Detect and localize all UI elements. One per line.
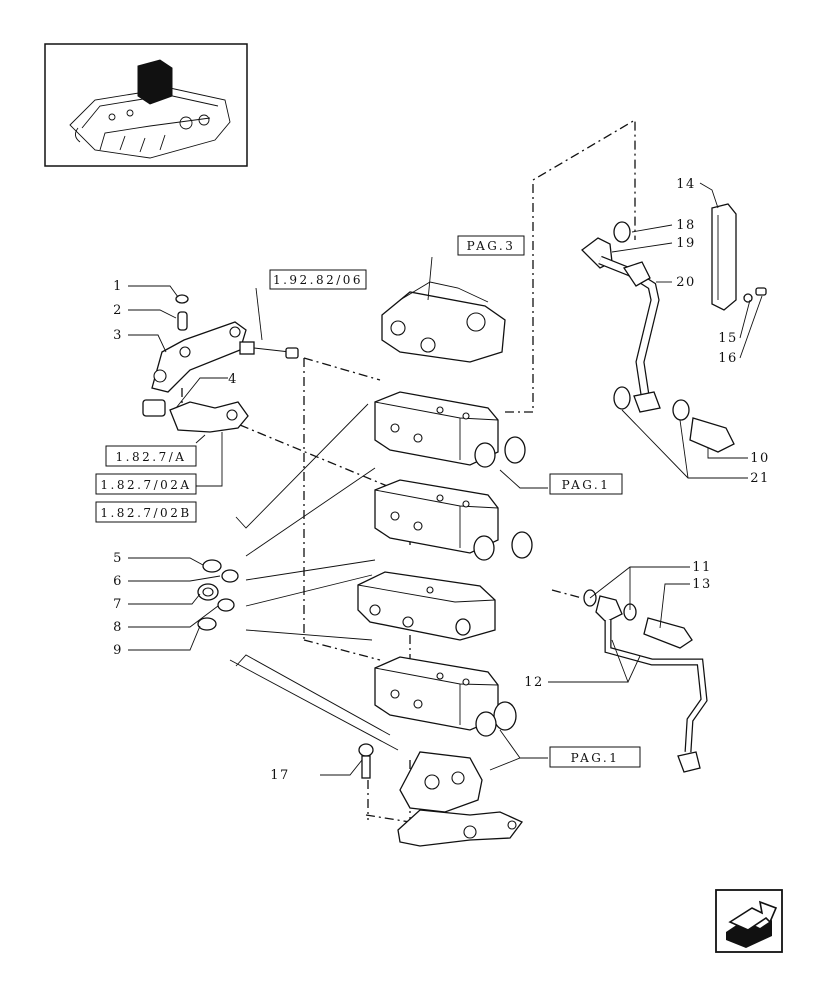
ref-box-pag1-lower[interactable]: PAG.1 [549, 746, 641, 768]
ref-box-1-82-7-a[interactable]: 1.82.7/A [105, 445, 197, 467]
seal-rings [197, 559, 239, 631]
ref-box-1-92-82-06[interactable]: 1.92.82/06 [269, 269, 367, 290]
callout-8: 8 [113, 620, 123, 635]
part-2-pin [177, 311, 188, 331]
parts-11-12-13-lower-pipe [583, 589, 708, 773]
part-21-rings [613, 386, 690, 421]
svg-text:1.82.7/A: 1.82.7/A [116, 450, 187, 464]
valve-section-2 [374, 479, 533, 561]
callout-10: 10 [750, 451, 770, 466]
valve-section-4 [374, 656, 517, 737]
callout-11: 11 [692, 560, 712, 575]
callout-7: 7 [113, 597, 123, 612]
callout-13: 13 [692, 577, 712, 592]
rod-end-connector [239, 341, 299, 359]
valve-section-1 [374, 391, 526, 468]
callout-6: 6 [113, 574, 123, 589]
callout-19: 19 [676, 236, 696, 251]
callout-3: 3 [113, 328, 123, 343]
svg-text:1.92.82/06: 1.92.82/06 [273, 273, 363, 287]
callout-21: 21 [750, 471, 770, 486]
svg-text:1.82.7/02A: 1.82.7/02A [100, 478, 191, 492]
part-3-lever [151, 321, 247, 393]
part-20-pipe [598, 255, 661, 413]
callout-15: 15 [718, 331, 738, 346]
part-17-bolt [358, 743, 374, 779]
part-1-circlip [175, 294, 189, 304]
ref-box-1-82-7-02b[interactable]: 1.82.7/02B [95, 501, 197, 523]
callout-12: 12 [524, 675, 544, 690]
part-4-fork [142, 399, 249, 433]
part-14-bracket [711, 203, 737, 311]
reference-boxes: 1.92.82/06 PAG.3 1.82.7/A 1.82.7/02A 1.8… [95, 235, 641, 768]
next-page-arrow-icon[interactable] [715, 889, 783, 953]
base-mounting-bracket [397, 751, 524, 847]
part-10-banjo-bolt [689, 417, 735, 453]
callout-1: 1 [113, 279, 123, 294]
svg-text:1.82.7/02B: 1.82.7/02B [100, 506, 191, 520]
callout-20: 20 [676, 275, 696, 290]
callout-17: 17 [270, 768, 290, 783]
tractor-rear-housing-locator-icon [69, 59, 231, 159]
callout-4: 4 [228, 372, 238, 387]
callout-16: 16 [718, 351, 738, 366]
top-cover-block [381, 281, 506, 363]
svg-text:PAG.3: PAG.3 [467, 239, 516, 253]
callout-numbers: 1 2 3 4 5 6 7 8 9 10 11 12 13 14 15 16 1… [113, 177, 770, 783]
ref-box-pag3[interactable]: PAG.3 [457, 235, 525, 256]
ref-box-pag1-upper[interactable]: PAG.1 [549, 473, 623, 495]
callout-2: 2 [113, 303, 123, 318]
svg-text:PAG.1: PAG.1 [562, 478, 611, 492]
callout-5: 5 [113, 551, 123, 566]
locator-thumbnail [44, 43, 248, 167]
valve-section-3 [357, 571, 496, 641]
svg-text:PAG.1: PAG.1 [571, 751, 620, 765]
leader-lines [128, 182, 763, 776]
callout-14: 14 [676, 177, 696, 192]
ref-box-1-82-7-02a[interactable]: 1.82.7/02A [95, 473, 197, 495]
parts-15-16-washer-screw [743, 287, 767, 303]
callout-9: 9 [113, 643, 123, 658]
callout-18: 18 [676, 218, 696, 233]
